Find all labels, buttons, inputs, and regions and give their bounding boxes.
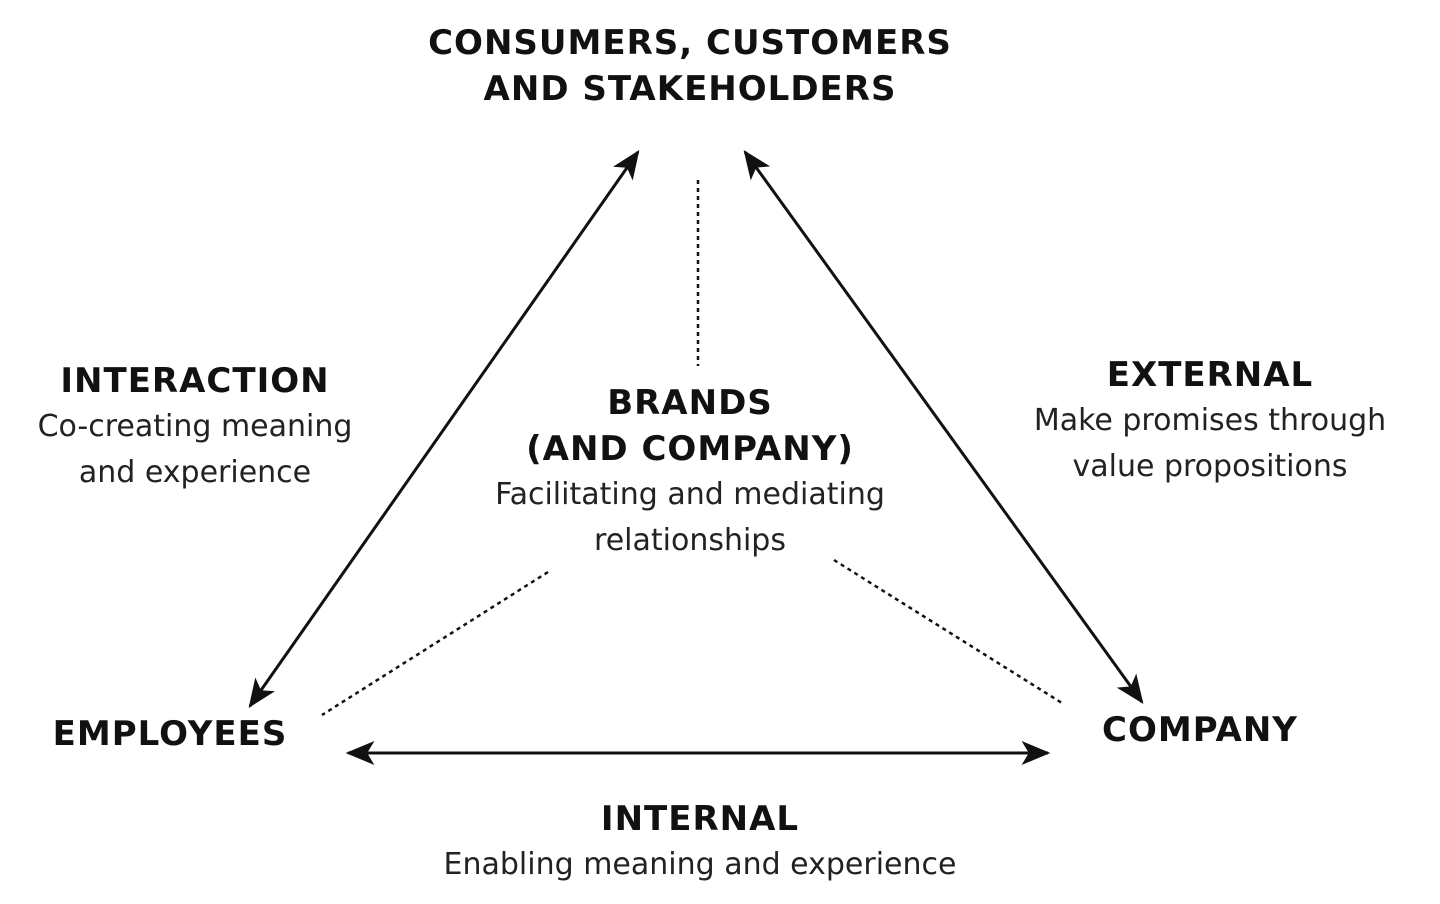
interaction-desc-line2: and experience — [78, 455, 312, 490]
relationship-external: EXTERNAL Make promises through value pro… — [1010, 352, 1410, 490]
internal-desc-line1: Enabling meaning and experience — [443, 847, 957, 882]
consumers-title-line2: AND STAKEHOLDERS — [483, 69, 897, 109]
interaction-desc-line1: Co-creating meaning — [37, 409, 353, 444]
employees-title: EMPLOYEES — [52, 714, 288, 754]
external-title: EXTERNAL — [1106, 355, 1314, 395]
brands-title-line1: BRANDS — [607, 383, 773, 423]
edge-brands-employees — [321, 570, 549, 717]
relationship-internal: INTERNAL Enabling meaning and experience — [400, 796, 1000, 888]
brands-desc-line2: relationships — [594, 523, 786, 558]
external-desc-line1: Make promises through — [1033, 403, 1387, 438]
relationship-interaction: INTERACTION Co-creating meaning and expe… — [5, 358, 385, 496]
internal-title: INTERNAL — [600, 799, 800, 839]
brands-title-line2: (AND COMPANY) — [526, 429, 854, 469]
company-title: COMPANY — [1102, 710, 1298, 750]
edge-company-consumers — [743, 150, 1144, 704]
node-company: COMPANY — [1060, 707, 1340, 753]
external-desc-line2: value propositions — [1072, 449, 1348, 484]
edge-layer — [248, 150, 1144, 765]
consumers-title-line1: CONSUMERS, CUSTOMERS — [428, 23, 952, 63]
node-consumers: CONSUMERS, CUSTOMERS AND STAKEHOLDERS — [390, 20, 990, 112]
edge-employees-consumers — [248, 150, 640, 708]
brands-desc-line1: Facilitating and mediating — [495, 477, 885, 512]
node-employees: EMPLOYEES — [20, 711, 320, 757]
node-brands: BRANDS (AND COMPANY) Facilitating and me… — [440, 380, 940, 564]
edge-brands-company — [833, 558, 1063, 705]
interaction-title: INTERACTION — [60, 361, 330, 401]
